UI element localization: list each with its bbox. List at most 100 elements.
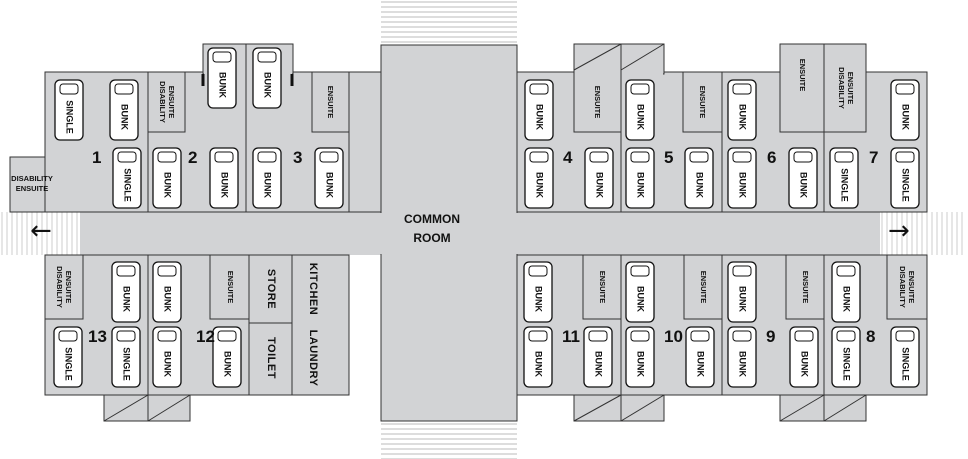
common-room-label-1: COMMON xyxy=(404,212,460,226)
room-number-11: 11 xyxy=(562,327,580,346)
bed-label: SINGLE xyxy=(64,347,74,381)
kitchen-label: KITCHEN xyxy=(307,263,319,315)
room-11-bed-a-bunk-bed: BUNK xyxy=(523,261,553,323)
room-10-ensuite-label: ENSUITE xyxy=(699,271,708,304)
room-8-disability-ensuite xyxy=(886,254,928,320)
bed-label: BUNK xyxy=(636,104,646,130)
room-11-ensuite xyxy=(582,254,622,320)
room-3-bed-a-bunk-bed: BUNK xyxy=(252,47,282,109)
bed-label: BUNK xyxy=(636,172,646,198)
bed-label: BUNK xyxy=(738,286,748,312)
bed-label: BUNK xyxy=(218,72,228,98)
bed-label: SINGLE xyxy=(123,168,133,202)
room-2-bed-c-bunk-bed: BUNK xyxy=(207,47,237,109)
room-number-13: 13 xyxy=(88,327,107,346)
room-11-ensuite-label: ENSUITE xyxy=(598,271,607,304)
room-7-bed-c-single-bed: SINGLE xyxy=(890,147,920,209)
room-12-bed-c-bunk-bed: BUNK xyxy=(212,326,242,388)
room-7-disability-label-1: DISABILITY xyxy=(837,67,846,109)
room-5-bed-a-bunk-bed: BUNK xyxy=(625,79,655,141)
room-7-bed-b-bunk-bed: BUNK xyxy=(890,79,920,141)
room-number-5: 5 xyxy=(664,148,673,167)
bed-label: BUNK xyxy=(223,351,233,377)
bed-label: BUNK xyxy=(535,172,545,198)
room-13-disability-label-1: DISABILITY xyxy=(55,266,64,308)
room-number-2: 2 xyxy=(188,148,197,167)
room-4-ensuite-label: ENSUITE xyxy=(593,86,602,119)
room-8-bed-c-single-bed: SINGLE xyxy=(890,326,920,388)
bed-label: BUNK xyxy=(636,351,646,377)
room-4-bed-a-bunk-bed: BUNK xyxy=(524,79,554,141)
room-2-bed-b-bunk-bed: BUNK xyxy=(209,147,239,209)
room-number-6: 6 xyxy=(767,148,776,167)
room-5-bed-b-bunk-bed: BUNK xyxy=(625,147,655,209)
bed-label: BUNK xyxy=(220,172,230,198)
room-8-bed-b-single-bed: SINGLE xyxy=(831,326,861,388)
room-number-4: 4 xyxy=(563,148,573,167)
bed-label: SINGLE xyxy=(840,168,850,202)
bed-label: BUNK xyxy=(120,104,130,130)
bed-label: SINGLE xyxy=(901,347,911,381)
room-5-bed-c-bunk-bed: BUNK xyxy=(684,147,714,209)
room-8-bed-a-bunk-bed: BUNK xyxy=(831,261,861,323)
room-9-ensuite xyxy=(785,254,825,320)
store-label: STORE xyxy=(265,269,277,309)
bed-label: BUNK xyxy=(695,172,705,198)
room-1-disability-label-1: DISABILITY xyxy=(11,174,53,183)
room-9-ensuite-label: ENSUITE xyxy=(801,271,810,304)
room-12-bed-b-bunk-bed: BUNK xyxy=(152,326,182,388)
room-13-disability-label-2: ENSUITE xyxy=(64,271,73,304)
room-number-1: 1 xyxy=(92,148,101,167)
bed-label: BUNK xyxy=(163,351,173,377)
common-room-label-2: ROOM xyxy=(413,231,450,245)
room-5-ensuite xyxy=(682,71,723,133)
room-2-bed-a-bunk-bed: BUNK xyxy=(152,147,182,209)
bed-label: BUNK xyxy=(738,104,748,130)
room-2-disability-label-1: DISABILITY xyxy=(158,81,167,123)
bed-label: BUNK xyxy=(163,172,173,198)
bed-label: BUNK xyxy=(534,351,544,377)
room-3-ensuite xyxy=(311,71,350,133)
bed-label: BUNK xyxy=(696,351,706,377)
toilet-label: TOILET xyxy=(265,337,277,379)
right-top-wing xyxy=(516,43,928,213)
room-2-disability-label-2: ENSUITE xyxy=(167,86,176,119)
bed-label: SINGLE xyxy=(122,347,132,381)
left-exit-arrow: ← xyxy=(30,216,52,246)
bed-label: BUNK xyxy=(800,351,810,377)
bed-label: SINGLE xyxy=(901,168,911,202)
bed-label: BUNK xyxy=(263,72,273,98)
room-1-bed-a-single-bed: SINGLE xyxy=(54,79,84,141)
room-number-9: 9 xyxy=(766,327,775,346)
bed-label: BUNK xyxy=(534,286,544,312)
left-bottom-wing xyxy=(44,254,350,422)
room-10-bed-c-bunk-bed: BUNK xyxy=(685,326,715,388)
room-13-disability-ensuite xyxy=(44,254,84,320)
room-12-bed-a-bunk-bed: BUNK xyxy=(152,261,182,323)
bed-label: BUNK xyxy=(595,172,605,198)
right-exit-arrow: → xyxy=(888,216,910,246)
bed-label: BUNK xyxy=(122,286,132,312)
room-1-disability-label-2: ENSUITE xyxy=(16,184,49,193)
bottom-entry-stripes xyxy=(381,423,517,459)
room-6-ensuite-label: ENSUITE xyxy=(798,59,807,92)
room-number-10: 10 xyxy=(664,327,683,346)
bed-label: SINGLE xyxy=(65,100,75,134)
room-10-bed-b-bunk-bed: BUNK xyxy=(625,326,655,388)
room-13-bed-a-bunk-bed: BUNK xyxy=(111,261,141,323)
right-exit-hatching xyxy=(880,212,968,255)
room-7-bed-a-single-bed: SINGLE xyxy=(829,147,859,209)
left-exit-hatching xyxy=(0,212,80,255)
room-13-bed-b-single-bed: SINGLE xyxy=(53,326,83,388)
bed-label: BUNK xyxy=(799,172,809,198)
bed-label: BUNK xyxy=(738,172,748,198)
room-12-ensuite xyxy=(209,254,250,320)
room-8-disability-label-1: DISABILITY xyxy=(898,266,907,308)
room-9-bed-c-bunk-bed: BUNK xyxy=(789,326,819,388)
bed-label: BUNK xyxy=(163,286,173,312)
room-6-bed-c-bunk-bed: BUNK xyxy=(788,147,818,209)
room-3-ensuite-label: ENSUITE xyxy=(326,86,335,119)
room-4-ensuite xyxy=(573,43,622,133)
